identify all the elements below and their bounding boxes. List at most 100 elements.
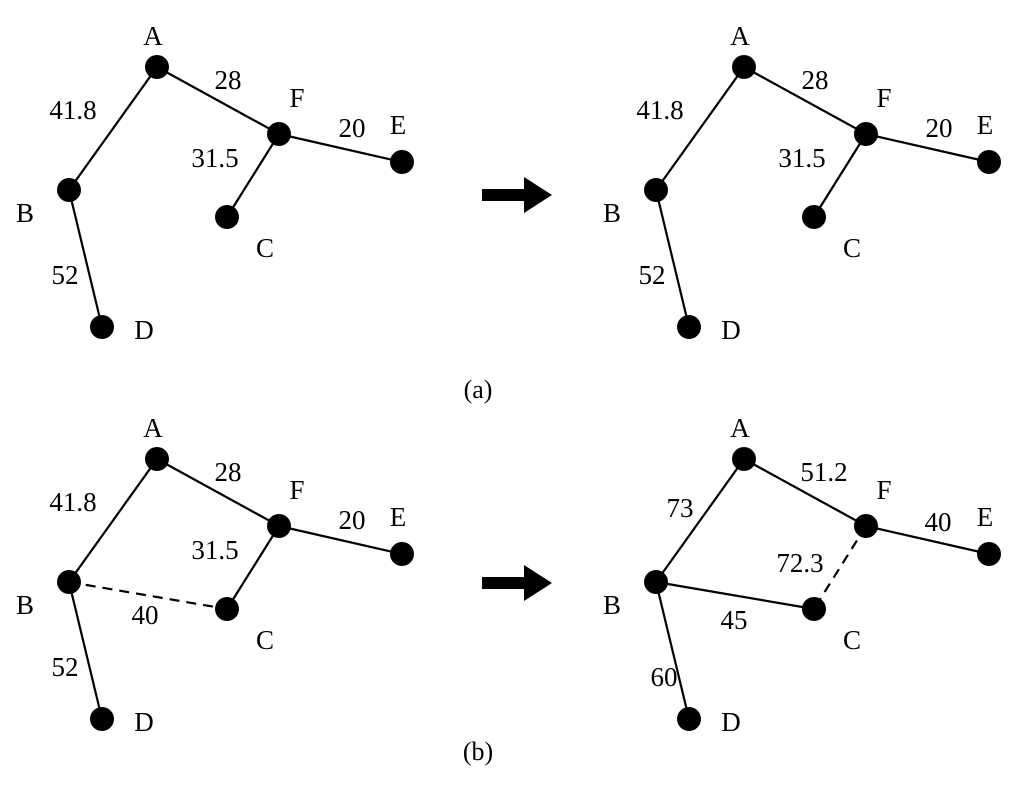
node-label-d: D (134, 707, 154, 737)
edge-weight-label: 72.3 (776, 548, 823, 578)
node-label-b: B (16, 590, 34, 620)
node-c (802, 597, 826, 621)
node-label-a: A (143, 21, 163, 51)
edge-weight-label: 28 (215, 65, 242, 95)
node-label-b: B (603, 590, 621, 620)
edge-f-c (813, 133, 867, 218)
edge-b-d (654, 189, 691, 328)
node-label-f: F (289, 475, 304, 505)
node-d (90, 315, 114, 339)
edge-a-f (743, 458, 867, 527)
node-label-e: E (390, 502, 407, 532)
node-c (802, 205, 826, 229)
node-label-e: E (390, 110, 407, 140)
edge-b-d (67, 581, 104, 720)
node-label-e: E (977, 110, 994, 140)
node-label-f: F (289, 83, 304, 113)
edge-weight-label: 31.5 (191, 535, 238, 565)
edge-a-f (156, 458, 280, 527)
edge-weight-label: 20 (339, 113, 366, 143)
edge-weight-label: 31.5 (778, 143, 825, 173)
node-label-d: D (134, 315, 154, 345)
caption-a: (a) (464, 375, 493, 404)
node-e (390, 150, 414, 174)
edge-f-c (226, 133, 280, 218)
edge-weight-label: 51.2 (800, 457, 847, 487)
edge-f-e (278, 524, 403, 556)
edge-a-b (68, 458, 158, 583)
node-c (215, 205, 239, 229)
node-label-c: C (256, 233, 274, 263)
node-e (977, 150, 1001, 174)
edge-weight-label: 45 (721, 605, 748, 635)
edge-f-e (278, 132, 403, 164)
node-a (145, 447, 169, 471)
node-d (90, 707, 114, 731)
edge-b-d (654, 581, 691, 720)
edge-weight-label: 52 (52, 260, 79, 290)
edge-weight-label: 40 (925, 507, 952, 537)
node-f (267, 514, 291, 538)
node-d (677, 315, 701, 339)
node-b (644, 570, 668, 594)
node-f (267, 122, 291, 146)
node-label-a: A (730, 21, 750, 51)
node-d (677, 707, 701, 731)
node-label-b: B (16, 198, 34, 228)
node-b (57, 570, 81, 594)
node-a (732, 447, 756, 471)
node-a (145, 55, 169, 79)
node-label-c: C (843, 233, 861, 263)
edge-weight-label: 52 (52, 652, 79, 682)
edge-weight-label: 41.8 (636, 95, 683, 125)
edge-weight-label: 41.8 (49, 487, 96, 517)
node-label-f: F (876, 475, 891, 505)
edge-a-b (655, 66, 745, 191)
node-f (854, 122, 878, 146)
node-label-a: A (143, 413, 163, 443)
edge-weight-label: 31.5 (191, 143, 238, 173)
edge-weight-label: 28 (215, 457, 242, 487)
edge-b-d (67, 189, 104, 328)
graph-panel-a-after: 41.8 28 20 31.5 52 A B C D E F (603, 21, 1001, 345)
graph-panel-b-before: 41.8 28 20 31.5 40 52 A B C D E F (16, 413, 414, 737)
edge-a-b (655, 458, 745, 583)
edge-weight-label: 52 (639, 260, 666, 290)
edge-f-e (865, 524, 990, 556)
right-arrow-icon (482, 177, 552, 213)
node-label-d: D (721, 315, 741, 345)
node-label-b: B (603, 198, 621, 228)
edge-a-b (68, 66, 158, 191)
edge-f-c (226, 525, 280, 610)
edge-weight-label: 60 (651, 662, 678, 692)
right-arrow-icon (482, 565, 552, 601)
graph-panel-a-before: 41.8 28 20 31.5 52 A B C D E F (16, 21, 414, 345)
edge-weight-label: 41.8 (49, 95, 96, 125)
edge-a-f (743, 66, 867, 135)
edge-f-e (865, 132, 990, 164)
node-e (977, 542, 1001, 566)
edge-weight-label: 20 (926, 113, 953, 143)
node-label-c: C (843, 625, 861, 655)
node-b (644, 178, 668, 202)
node-label-d: D (721, 707, 741, 737)
node-label-f: F (876, 83, 891, 113)
node-b (57, 178, 81, 202)
node-label-c: C (256, 625, 274, 655)
edge-b-c (655, 580, 815, 611)
node-label-a: A (730, 413, 750, 443)
edge-a-f (156, 66, 280, 135)
node-label-e: E (977, 502, 994, 532)
node-a (732, 55, 756, 79)
edge-weight-label: 20 (339, 505, 366, 535)
node-c (215, 597, 239, 621)
node-f (854, 514, 878, 538)
edge-weight-label: 40 (132, 600, 159, 630)
edge-b-c (68, 580, 228, 611)
caption-b: (b) (463, 737, 493, 766)
node-e (390, 542, 414, 566)
edge-weight-label: 28 (802, 65, 829, 95)
edge-weight-label: 73 (667, 493, 694, 523)
graph-panel-b-after: 73 51.2 40 72.3 45 60 A B C D E F (603, 413, 1001, 737)
